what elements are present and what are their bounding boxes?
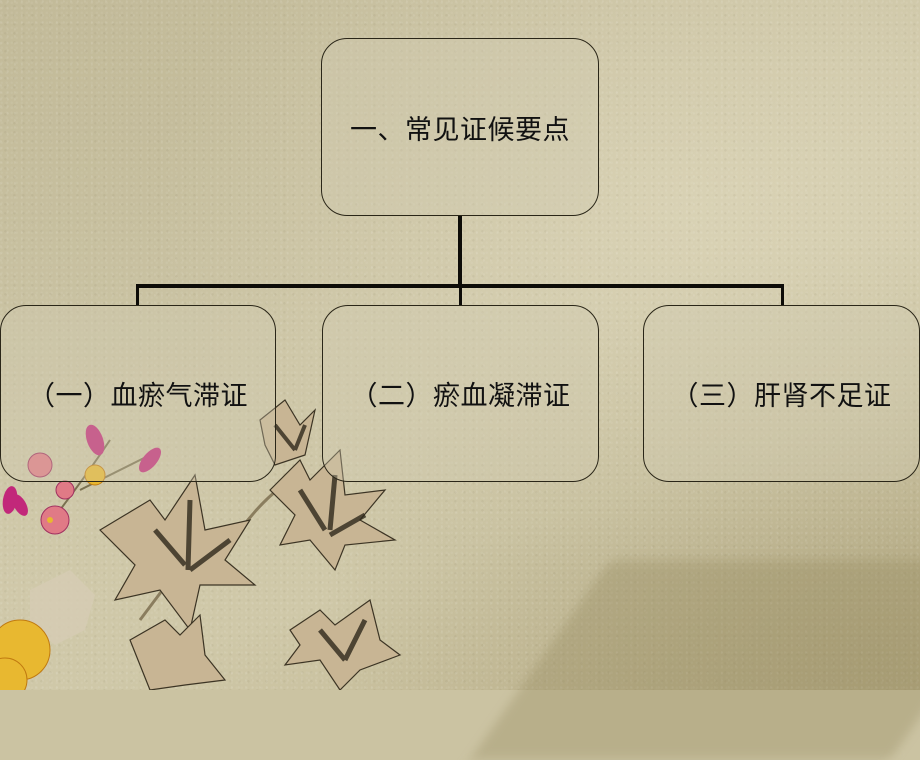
flower-painting-decoration <box>0 399 402 690</box>
child-node-1: （一）血瘀气滞证 <box>0 305 276 482</box>
connector-drop-child-3 <box>781 284 784 305</box>
child-node-label: （三）肝肾不足证 <box>671 381 892 412</box>
root-node-label: 一、常见证候要点 <box>350 114 570 146</box>
connector-root-vertical <box>458 216 462 287</box>
flower-icon <box>27 452 75 535</box>
leaf-icon <box>99 399 402 690</box>
connector-drop-child-2 <box>459 284 462 305</box>
child-node-label: （二）瘀血凝滞证 <box>350 381 571 412</box>
child-node-label: （一）血瘀气滞证 <box>28 381 248 412</box>
connector-drop-child-1 <box>136 284 139 305</box>
child-node-3: （三）肝肾不足证 <box>643 305 920 482</box>
root-node: 一、常见证候要点 <box>321 38 599 216</box>
child-node-2: （二）瘀血凝滞证 <box>322 305 599 482</box>
